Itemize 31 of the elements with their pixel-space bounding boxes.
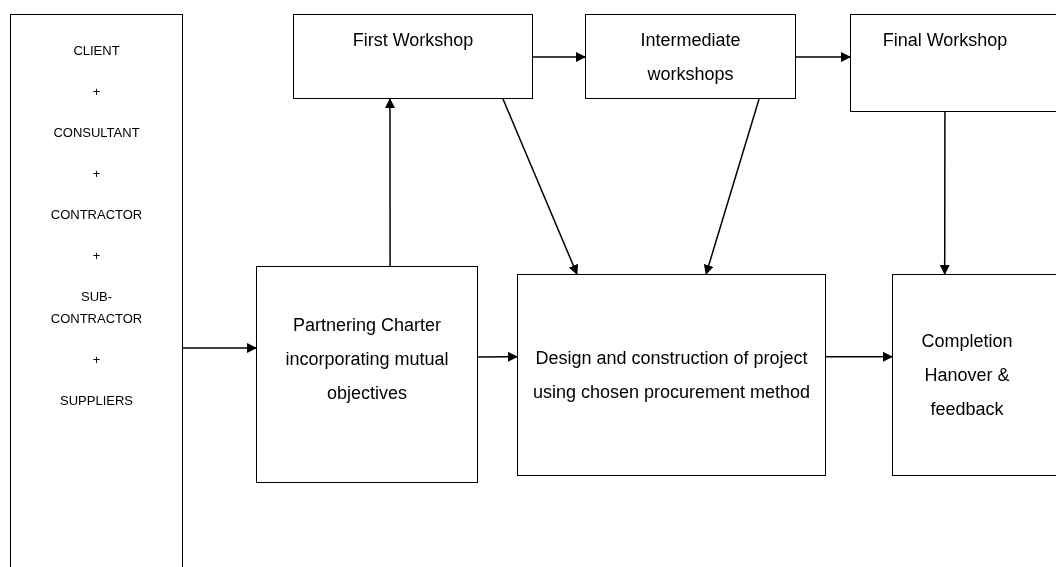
- node-label: SUPPLIERS: [60, 392, 133, 410]
- node-label: +: [92, 83, 101, 101]
- arrow: [502, 98, 579, 275]
- process-box: [293, 14, 533, 99]
- arrow: [182, 343, 257, 353]
- node-label: +: [92, 351, 101, 369]
- arrow: [384, 98, 395, 267]
- node-label: Final Workshop: [882, 29, 1008, 52]
- node-label: +: [92, 247, 101, 265]
- node-label: Intermediate workshops: [639, 28, 742, 86]
- node-label: First Workshop: [352, 29, 474, 52]
- arrow: [532, 52, 586, 62]
- arrow: [825, 351, 893, 362]
- arrow: [703, 98, 760, 275]
- process-box: [585, 14, 796, 99]
- node-label: CLIENT: [73, 42, 120, 60]
- arrow: [939, 111, 950, 275]
- arrow: [477, 351, 518, 362]
- node-label: CONSULTANT: [53, 124, 140, 142]
- process-box: [517, 274, 826, 476]
- arrow: [795, 52, 851, 63]
- node-label: Partnering Charter incorporating mutual objectives: [284, 313, 450, 405]
- node-label: SUB-CONTRACTOR: [49, 288, 144, 328]
- process-box: [850, 14, 1056, 112]
- process-box: [892, 274, 1056, 476]
- node-label: CONTRACTOR: [50, 206, 143, 224]
- node-label: Completion Hanover & feedback: [920, 330, 1014, 421]
- node-label: Design and construction of project using chosen procurement method: [531, 347, 812, 404]
- process-box: [256, 266, 478, 483]
- node-label: +: [92, 165, 101, 183]
- participants-box: [10, 14, 183, 567]
